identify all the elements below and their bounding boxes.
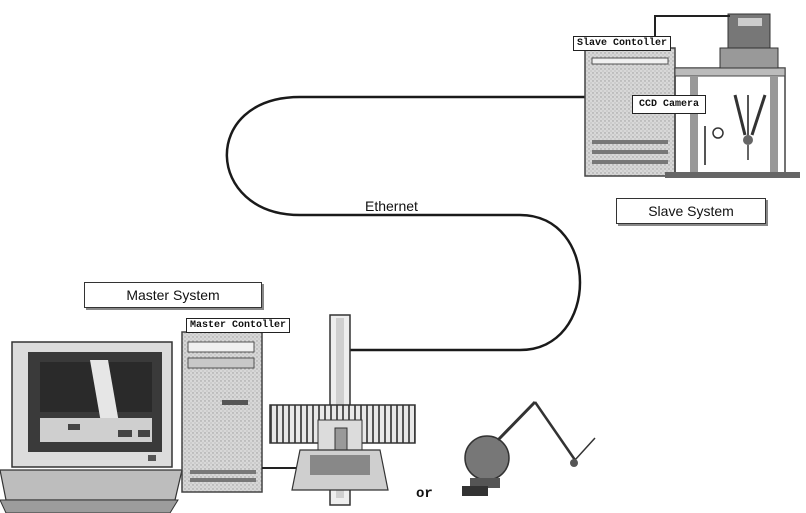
master-controller-label: Master Contoller (186, 318, 290, 333)
slave-system-label: Slave System (616, 198, 766, 224)
master-controller-tower (182, 332, 262, 492)
or-label: or (416, 486, 433, 502)
master-monitor (0, 342, 182, 513)
master-haptic-device (270, 315, 415, 505)
alternative-haptic-arm (462, 402, 595, 496)
ccd-camera-label: CCD Camera (632, 95, 706, 114)
ethernet-label: Ethernet (365, 198, 418, 214)
master-system-label: Master System (84, 282, 262, 308)
slave-controller-label: Slave Contoller (573, 36, 671, 51)
ethernet-cable (227, 97, 600, 350)
